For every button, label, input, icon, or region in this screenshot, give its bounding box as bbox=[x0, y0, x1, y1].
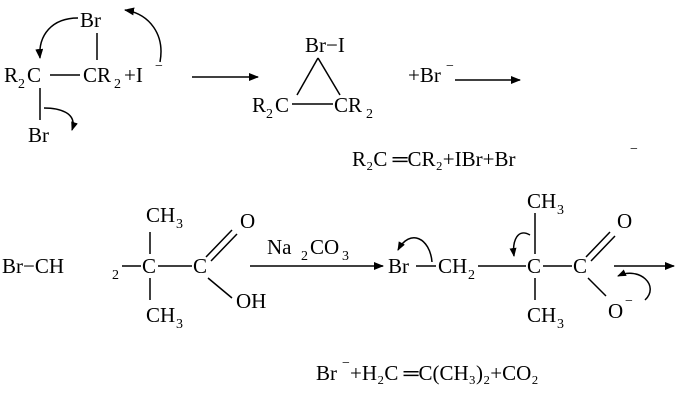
ring-right-sub: 2 bbox=[366, 107, 373, 122]
reagent-sub1: 2 bbox=[301, 249, 308, 264]
o-minus-charge: − bbox=[625, 294, 633, 309]
ring-bond-left bbox=[296, 57, 319, 96]
final-br-charge: − bbox=[342, 356, 350, 371]
curved-arrow-i-to-br bbox=[124, 7, 162, 63]
cr2-sub: 2 bbox=[114, 77, 121, 92]
ch3-top2-sub: 3 bbox=[557, 203, 564, 218]
curved-arrow-o-minus bbox=[617, 269, 651, 301]
ch3-bottom-sub: 3 bbox=[176, 317, 183, 332]
bridge-br-i: Br−I bbox=[305, 33, 345, 57]
final-br-label: Br bbox=[316, 361, 337, 385]
ch3-bottom2-label: CH bbox=[527, 303, 556, 327]
ch2-sub: 2 bbox=[112, 268, 119, 283]
br-charge: − bbox=[446, 59, 454, 74]
reagent-sub2: 3 bbox=[342, 249, 349, 264]
ring-left-c: C bbox=[275, 93, 289, 117]
top-br-label: Br bbox=[80, 8, 101, 32]
ch2b-label: CH bbox=[438, 254, 467, 278]
curved-arrow-c-c-bond bbox=[509, 232, 531, 257]
double-bond-co2-a bbox=[585, 231, 611, 258]
ch3-bottom-label: CH bbox=[146, 303, 175, 327]
center-c2-label: C bbox=[527, 254, 541, 278]
oxygen2-label: O bbox=[617, 209, 632, 233]
ch3-top2-label: CH bbox=[527, 189, 556, 213]
r2c-left-c: C bbox=[27, 63, 41, 87]
ring-left-sub: 2 bbox=[266, 107, 273, 122]
ch3-top-sub: 3 bbox=[176, 217, 183, 232]
double-bond-co-a bbox=[205, 229, 233, 258]
cr2-label: CR bbox=[83, 63, 111, 87]
bond-c-oh bbox=[207, 277, 233, 299]
carbonyl-c-label: C bbox=[193, 254, 207, 278]
curved-arrow-br-to-c bbox=[35, 17, 79, 59]
r2c-left-r: R bbox=[4, 63, 18, 87]
bond-c2-o-minus bbox=[587, 277, 607, 297]
plus-i-label: +I bbox=[124, 63, 143, 87]
ring-right-cr: CR bbox=[334, 93, 362, 117]
ring-bond-right bbox=[317, 57, 341, 96]
o-minus-label: O bbox=[608, 299, 623, 323]
bottom-br-label: Br bbox=[28, 123, 49, 147]
r2c-left-sub: 2 bbox=[18, 77, 25, 92]
ch3-bottom2-sub: 3 bbox=[557, 317, 564, 332]
oh-label: OH bbox=[236, 289, 266, 313]
plus-br-label: +Br bbox=[408, 63, 441, 87]
center-c-label: C bbox=[142, 254, 156, 278]
reagent-co: CO bbox=[310, 235, 339, 259]
curved-arrow-bond-to-br bbox=[43, 107, 78, 131]
double-bond-co-b bbox=[210, 233, 238, 262]
carbonyl-c2-label: C bbox=[573, 254, 587, 278]
product-1-charge: − bbox=[630, 142, 638, 157]
oxygen-label: O bbox=[240, 209, 255, 233]
double-bond-co2-b bbox=[590, 235, 616, 262]
final-rest-label: +H₂C ═C(CH₃)₂+CO₂ bbox=[350, 361, 539, 385]
ring-left-r: R bbox=[252, 93, 266, 117]
br-ch2-label: Br−CH bbox=[2, 254, 64, 278]
ch3-top-label: CH bbox=[146, 203, 175, 227]
curved-arrow-ch2-to-br bbox=[397, 237, 433, 263]
i-charge: − bbox=[155, 59, 163, 74]
br2-label: Br bbox=[388, 254, 409, 278]
reagent-na: Na bbox=[267, 235, 292, 259]
ch2b-sub: 2 bbox=[468, 268, 475, 283]
product-1-label: R₂C ═CR₂+IBr+Br bbox=[352, 147, 515, 171]
